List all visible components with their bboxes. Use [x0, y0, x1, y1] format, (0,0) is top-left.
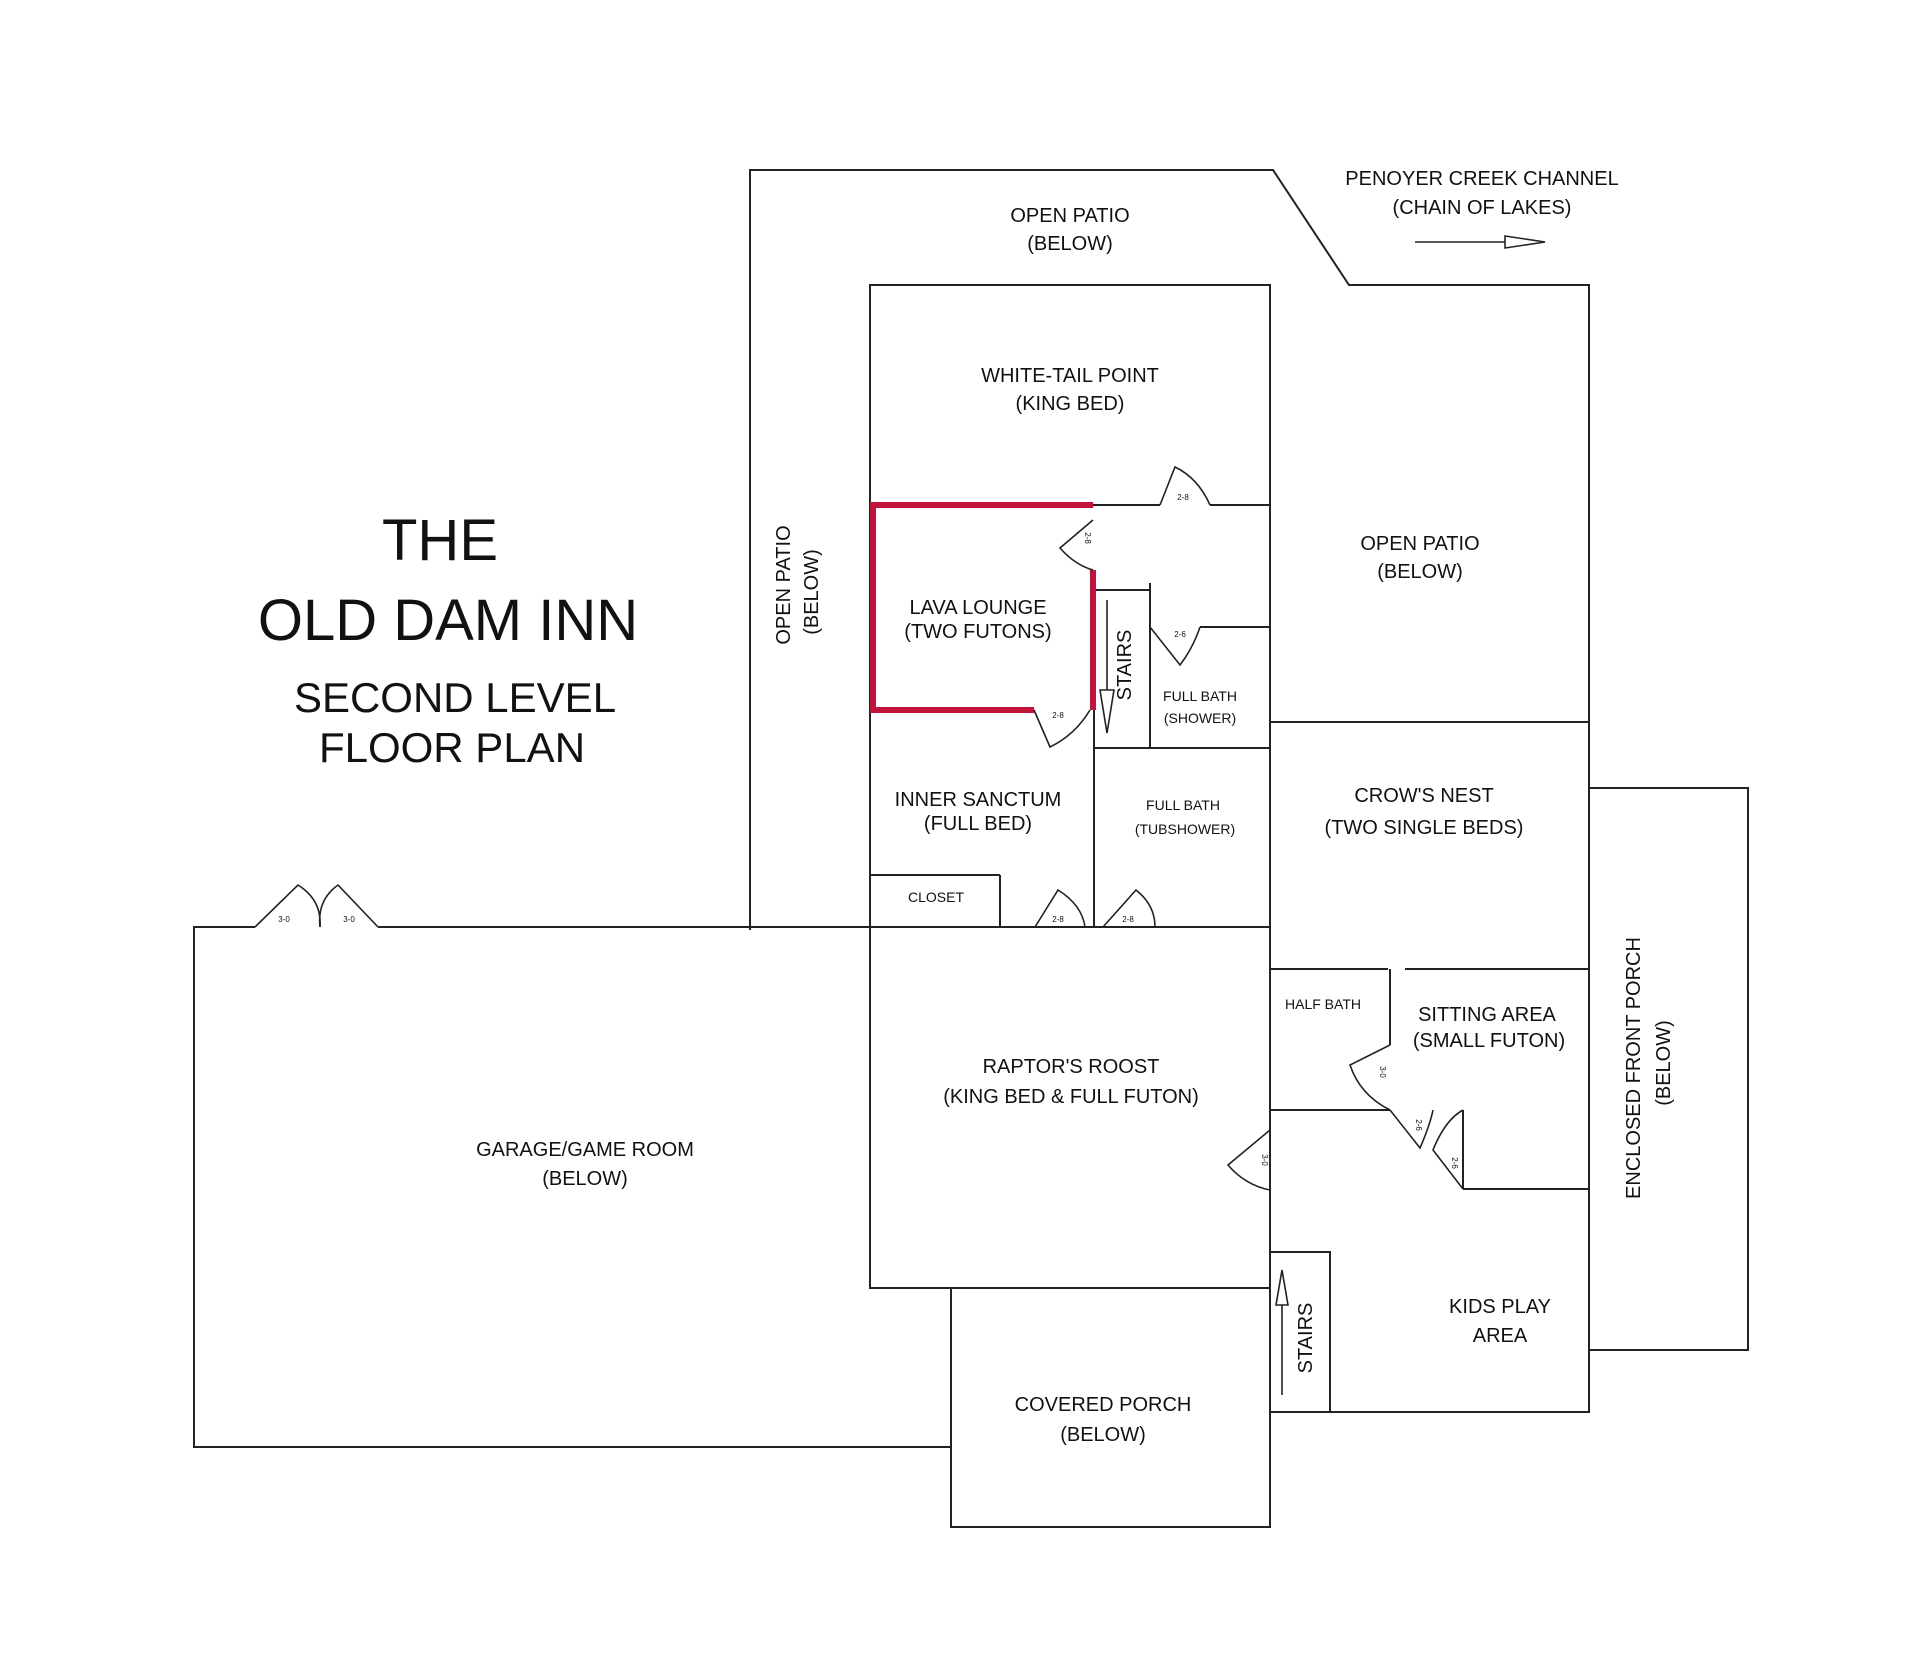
door-whitetail[interactable] [1159, 465, 1211, 506]
door-half-bath[interactable] [1349, 1044, 1391, 1111]
crows-nest-line2: (TWO SINGLE BEDS) [1325, 817, 1524, 839]
title-line2: OLD DAM INN [258, 588, 638, 653]
door-garage-b[interactable] [318, 883, 379, 928]
outer-patio-outline [193, 169, 1590, 1528]
half-bath-label: HALF BATH [1285, 996, 1361, 1012]
door-size-lava-bottom: 2-8 [1052, 711, 1064, 720]
lava-lounge-line2: (TWO FUTONS) [904, 621, 1051, 643]
door-size-whitetail: 2-8 [1177, 493, 1189, 502]
white-tail-line1: WHITE-TAIL POINT [981, 365, 1159, 387]
direction-line2: (CHAIN OF LAKES) [1393, 197, 1572, 219]
door-size-garage-b: 3-0 [343, 915, 355, 924]
direction-indicator: PENOYER CREEK CHANNEL (CHAIN OF LAKES) [1345, 168, 1619, 249]
door-tub[interactable] [1102, 888, 1156, 928]
closet-label: CLOSET [908, 889, 964, 905]
door-raptor[interactable] [1226, 1129, 1271, 1191]
white-tail-line2: (KING BED) [1016, 393, 1125, 415]
covered-porch-line1: COVERED PORCH [1015, 1394, 1192, 1416]
full-bath-shower-line1: FULL BATH [1163, 688, 1237, 704]
central-rooms-outline [869, 284, 1271, 1289]
lava-lounge-line1: LAVA LOUNGE [909, 597, 1046, 619]
kids-play-line2: AREA [1473, 1325, 1528, 1347]
crows-nest-line1: CROW'S NEST [1354, 785, 1493, 807]
door-size-sitting-b: 2-6 [1450, 1157, 1459, 1169]
title-line3: SECOND LEVEL [294, 674, 616, 721]
full-bath-shower-line2: (SHOWER) [1164, 710, 1236, 726]
door-sitting-a[interactable] [1389, 1109, 1434, 1150]
walls [193, 169, 1749, 1528]
door-sitting-b[interactable] [1432, 1109, 1464, 1190]
stairs-lower-label: STAIRS [1295, 1303, 1317, 1374]
stairs-upper-label: STAIRS [1114, 630, 1136, 701]
door-size-shower: 2-6 [1174, 630, 1186, 639]
door-size-raptor: 3-0 [1260, 1154, 1269, 1166]
open-patio-left-line1: OPEN PATIO [773, 525, 795, 644]
door-size-half-bath: 3-0 [1378, 1066, 1387, 1078]
full-bath-tub-line2: (TUBSHOWER) [1135, 821, 1235, 837]
enclosed-porch-line1: ENCLOSED FRONT PORCH [1623, 937, 1645, 1199]
inner-sanctum-line1: INNER SANCTUM [895, 789, 1062, 811]
full-bath-tub-line1: FULL BATH [1146, 797, 1220, 813]
stair-arrows [1099, 600, 1289, 1395]
raptors-roost-line1: RAPTOR'S ROOST [983, 1056, 1160, 1078]
lava-lounge-highlight [870, 502, 1096, 713]
door-size-garage-a: 3-0 [278, 915, 290, 924]
garage-line1: GARAGE/GAME ROOM [476, 1139, 694, 1161]
open-patio-left-line2: (BELOW) [801, 549, 823, 635]
open-patio-right-line1: OPEN PATIO [1360, 533, 1479, 555]
enclosed-porch-outline [1588, 787, 1749, 1351]
stairs-lower-outline [1269, 1251, 1331, 1413]
open-patio-top-line2: (BELOW) [1027, 233, 1113, 255]
stairs-upper-arrow-head [1099, 689, 1115, 734]
room-labels: OPEN PATIO (BELOW) OPEN PATIO (BELOW) OP… [476, 205, 1675, 1446]
title-line1: THE [382, 508, 498, 573]
door-size-tub: 2-8 [1122, 915, 1134, 924]
raptors-roost-line2: (KING BED & FULL FUTON) [943, 1086, 1199, 1108]
open-patio-top-line1: OPEN PATIO [1010, 205, 1129, 227]
covered-porch-line2: (BELOW) [1060, 1424, 1146, 1446]
door-inner-sanctum[interactable] [1034, 888, 1086, 928]
door-size-inner: 2-8 [1052, 915, 1064, 924]
open-patio-right-line2: (BELOW) [1377, 561, 1463, 583]
stairs-lower-arrow-head [1275, 1269, 1289, 1306]
enclosed-porch-line2: (BELOW) [1653, 1020, 1675, 1106]
door-lava-top[interactable] [1058, 519, 1094, 571]
door-size-sitting-a: 2-6 [1414, 1119, 1423, 1131]
garage-line2: (BELOW) [542, 1168, 628, 1190]
plan-title: THE OLD DAM INN SECOND LEVEL FLOOR PLAN [258, 508, 638, 771]
right-arrow [1504, 235, 1546, 249]
door-shower[interactable] [1149, 626, 1201, 667]
door-size-labels: 3-0 3-0 2-8 2-8 2-8 2-6 2-8 2-8 3-0 2-6 … [278, 493, 1459, 1169]
door-size-lava-top: 2-8 [1083, 532, 1092, 544]
sitting-area-line1: SITTING AREA [1418, 1004, 1556, 1026]
doors [254, 465, 1464, 1191]
kids-play-line1: KIDS PLAY [1449, 1296, 1551, 1318]
inner-sanctum-line2: (FULL BED) [924, 813, 1032, 835]
door-lava-bottom[interactable] [1033, 709, 1091, 749]
sitting-area-line2: (SMALL FUTON) [1413, 1030, 1565, 1052]
direction-line1: PENOYER CREEK CHANNEL [1345, 168, 1618, 190]
title-line4: FLOOR PLAN [319, 724, 585, 771]
